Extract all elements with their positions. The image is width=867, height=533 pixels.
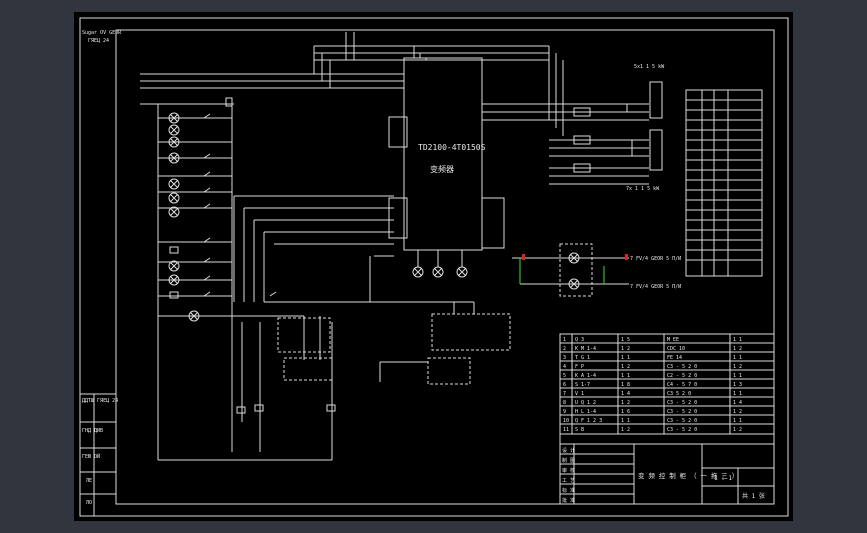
bom-row-9-spec: C3 - 5 2 0 <box>667 409 697 415</box>
control-wiring <box>233 195 474 303</box>
bom-row-6-no: 6 <box>563 382 566 388</box>
bom-row-6-note: 1 3 <box>733 382 742 388</box>
inverter-box <box>388 46 505 251</box>
left-strip: ДДТШ ГЯЕЦ 24 ГНД ДИВ ГЕЮ ОЙ ЛЕ ЛО <box>80 393 118 516</box>
bom-row-8-qty: 1 2 <box>621 400 630 406</box>
bom-row-10-no: 10 <box>563 418 569 424</box>
bom-row-11-note: 1 2 <box>733 427 742 433</box>
bom-row-1-spec: M EE <box>667 337 679 343</box>
indicator-lamps <box>168 112 200 322</box>
bom-row-7-note: 1 1 <box>733 391 742 397</box>
bom-row-10-qty: 1 1 <box>621 418 630 424</box>
supply-label-top: 5x1 1 5 kW <box>634 64 665 70</box>
supply-label-bottom: 7x 1 1 5 kW <box>626 186 660 192</box>
bom-row-5-code: K A 1-4 <box>575 373 596 379</box>
bom-row-5-note: 1 1 <box>733 373 742 379</box>
schematic-diagram: ДДТШ ГЯЕЦ 24 ГНД ДИВ ГЕЮ ОЙ ЛЕ ЛО Sugar … <box>79 17 789 517</box>
bom-row-2-no: 2 <box>563 346 566 352</box>
bypass-circuit <box>512 243 629 297</box>
control-ladder <box>157 104 333 461</box>
bom-row-8-note: 1 4 <box>733 400 742 406</box>
bom-row-9-note: 1 2 <box>733 409 742 415</box>
title-label-process: 工 艺 <box>562 478 575 484</box>
title-label-draw: 制 图 <box>562 457 575 464</box>
bom-row-9-code: H L 1-4 <box>575 409 596 415</box>
bom-row-6-qty: 1 8 <box>621 382 630 388</box>
bom-row-5-no: 5 <box>563 373 566 379</box>
bom-table: 1 Q 3 1 5 M EE 1 1 2 K M 1-4 1 2 CDC 10 … <box>559 333 775 435</box>
bom-row-9-no: 9 <box>563 409 566 415</box>
header-line-2: ГЯЕЦ 24 <box>88 38 109 44</box>
title-label-design: 设 计 <box>562 447 575 454</box>
bom-row-9-qty: 1 6 <box>621 409 630 415</box>
left-strip-4: ЛЕ <box>86 478 92 484</box>
bom-row-4-note: 1 2 <box>733 364 742 370</box>
bom-row-11-spec: C3 - 5 2 0 <box>667 427 697 433</box>
bom-row-7-no: 7 <box>563 391 566 397</box>
bom-row-8-code: U Q 1 2 <box>575 400 596 406</box>
inverter-name: 变频器 <box>430 164 454 174</box>
bom-row-7-qty: 1 4 <box>621 391 630 397</box>
bom-row-11-qty: 1 2 <box>621 427 630 433</box>
inverter-model: TD2100-4T0150S <box>418 143 486 152</box>
outer-border <box>79 17 789 517</box>
header-line-1: Sugar OV GEOR <box>82 30 122 36</box>
title-label-check: 审 核 <box>562 467 575 474</box>
bom-row-4-code: F P <box>575 364 584 370</box>
left-strip-1: ДДТШ ГЯЕЦ 24 <box>82 398 118 404</box>
title-label-approve: 批 准 <box>562 497 575 504</box>
drawing-title: 变 频 控 制 柜 （ 一 拖 三 ） <box>638 471 738 480</box>
relay-clusters <box>277 302 511 385</box>
bom-row-1-code: Q 3 <box>575 337 584 343</box>
bom-row-8-no: 8 <box>563 400 566 406</box>
bom-row-1-no: 1 <box>563 337 566 343</box>
title-label-standard: 标 准 <box>562 487 575 494</box>
title-block <box>559 433 775 505</box>
bom-row-7-code: V 1 <box>575 391 584 397</box>
bom-row-2-qty: 1 2 <box>621 346 630 352</box>
bom-row-4-no: 4 <box>563 364 566 370</box>
drawing-sheet-count: 共 1 张 <box>742 492 765 500</box>
bom-row-2-note: 1 2 <box>733 346 742 352</box>
bom-row-3-note: 1 1 <box>733 355 742 361</box>
bom-row-11-code: S B <box>575 427 584 433</box>
bom-row-3-spec: FE 14 <box>667 355 682 361</box>
bom-row-1-note: 1 1 <box>733 337 742 343</box>
bom-row-11-no: 11 <box>563 427 569 433</box>
bom-row-3-no: 3 <box>563 355 566 361</box>
terminal-table <box>685 89 763 277</box>
left-strip-5: ЛО <box>86 500 92 506</box>
motor-note-upper: 7 FV/4 GEOR 5 П/И <box>630 256 681 262</box>
bom-row-8-spec: C3 - 5 2 0 <box>667 400 697 406</box>
bom-row-5-qty: 1 1 <box>621 373 630 379</box>
left-strip-3: ГЕЮ ОЙ <box>82 453 100 460</box>
bom-row-6-code: S 1-7 <box>575 382 590 388</box>
bom-row-6-spec: C4 - 5 7 0 <box>667 382 697 388</box>
motor-contactors <box>482 46 663 185</box>
bom-row-1-qty: 1 5 <box>621 337 630 343</box>
bom-row-4-spec: C3 - 5 2 0 <box>667 364 697 370</box>
bom-row-10-note: 1 1 <box>733 418 742 424</box>
bom-row-5-spec: C2 - 5 2 0 <box>667 373 697 379</box>
inverter-lamps <box>412 250 468 278</box>
bom-row-10-spec: C3 - 5 2 0 <box>667 418 697 424</box>
drawing-sheet: ДДТШ ГЯЕЦ 24 ГНД ДИВ ГЕЮ ОЙ ЛЕ ЛО Sugar … <box>74 12 793 521</box>
left-strip-2: ГНД ДИВ <box>82 428 103 434</box>
bom-row-7-spec: C3 5 2 0 <box>667 391 691 397</box>
bom-row-2-spec: CDC 10 <box>667 346 685 352</box>
motor-note-lower: 7 FV/4 GEOR 5 П/И <box>630 284 681 290</box>
bom-row-4-qty: 1 2 <box>621 364 630 370</box>
drawing-scale: 1 : 1 <box>714 475 732 482</box>
contacts <box>169 97 336 414</box>
bom-row-3-code: T G 1 <box>575 355 590 361</box>
bom-row-2-code: K M 1-4 <box>575 346 596 352</box>
bom-row-10-code: Q F 1 2 3 <box>575 418 602 424</box>
bom-row-3-qty: 1 1 <box>621 355 630 361</box>
power-bus <box>140 32 549 105</box>
inner-border <box>115 29 775 505</box>
